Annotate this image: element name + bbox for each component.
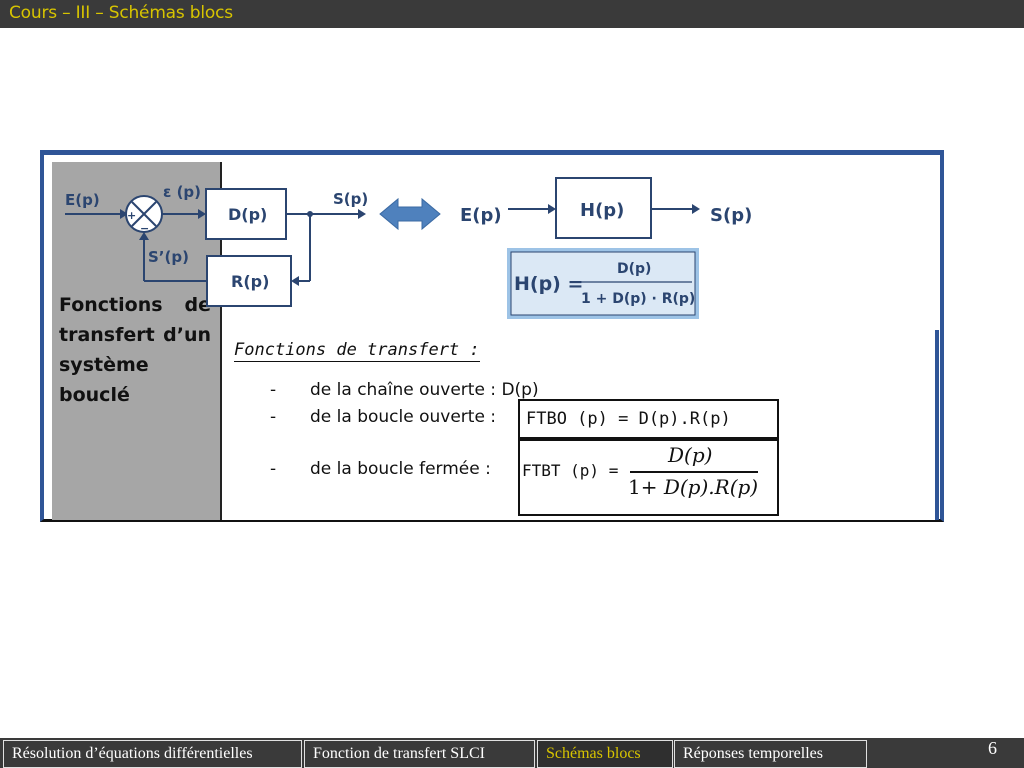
ftbo-formula: FTBO (p) = D(p).R(p) bbox=[526, 409, 731, 429]
list-item: -de la chaîne ouverte : D(p) bbox=[270, 380, 539, 400]
fraction-bar bbox=[630, 471, 758, 473]
column-border bbox=[935, 330, 939, 520]
row-label: Fonctions de transfert d’un système bouc… bbox=[59, 294, 211, 406]
input-label: E(p) bbox=[65, 191, 100, 209]
equiv-block bbox=[555, 177, 652, 239]
equivalent-diagram: E(p) H(p) S(p) bbox=[460, 177, 752, 239]
h-formula-num: D(p) bbox=[617, 261, 651, 277]
page-title: Cours – III – Schémas blocs bbox=[9, 3, 233, 23]
feedback-block-label: R(p) bbox=[231, 272, 269, 291]
ftbt-box: FTBT (p) = D(p) 1+ D(p).R(p) bbox=[518, 439, 779, 516]
ftbt-denominator: 1+ D(p).R(p) bbox=[628, 475, 759, 499]
page-number: 6 bbox=[988, 738, 997, 758]
output-label: S(p) bbox=[333, 190, 368, 208]
list-item: -de la boucle fermée : bbox=[270, 459, 491, 479]
h-formula: H(p) = D(p) 1 + D(p) · R(p) bbox=[507, 248, 699, 319]
plus-sign: + bbox=[127, 209, 136, 222]
equiv-output-label: S(p) bbox=[710, 205, 752, 226]
minus-sign: − bbox=[140, 222, 149, 235]
ftbo-box: FTBO (p) = D(p).R(p) bbox=[518, 399, 779, 439]
equivalence-arrow-icon bbox=[379, 197, 441, 231]
equiv-input-label: E(p) bbox=[460, 205, 502, 226]
ftbt-numerator: D(p) bbox=[668, 443, 713, 467]
tab-reponses-temporelles[interactable]: Réponses temporelles bbox=[674, 740, 867, 768]
section-title: Fonctions de transfert : bbox=[234, 340, 480, 362]
block-diagram: E(p) + − ε (p) D(p) S(p) R(p) S’(p) bbox=[65, 177, 752, 319]
equiv-block-label: H(p) bbox=[580, 200, 624, 221]
feedback-signal-label: S’(p) bbox=[148, 248, 189, 266]
h-formula-lhs: H(p) = bbox=[514, 273, 583, 295]
header-bar: Cours – III – Schémas blocs bbox=[0, 0, 1024, 28]
forward-block bbox=[205, 188, 287, 240]
error-label: ε (p) bbox=[163, 183, 201, 201]
tab-resolution-equations[interactable]: Résolution d’équations différentielles bbox=[3, 740, 302, 768]
forward-block-label: D(p) bbox=[228, 205, 267, 224]
tab-fonction-transfert[interactable]: Fonction de transfert SLCI bbox=[304, 740, 535, 768]
tab-schemas-blocs[interactable]: Schémas blocs bbox=[537, 740, 673, 768]
closed-loop-diagram: E(p) + − ε (p) D(p) S(p) R(p) S’(p) bbox=[65, 183, 368, 307]
ftbt-lhs: FTBT (p) = bbox=[522, 461, 619, 480]
h-formula-den: 1 + D(p) · R(p) bbox=[581, 291, 695, 307]
list-item: -de la boucle ouverte : bbox=[270, 407, 497, 427]
